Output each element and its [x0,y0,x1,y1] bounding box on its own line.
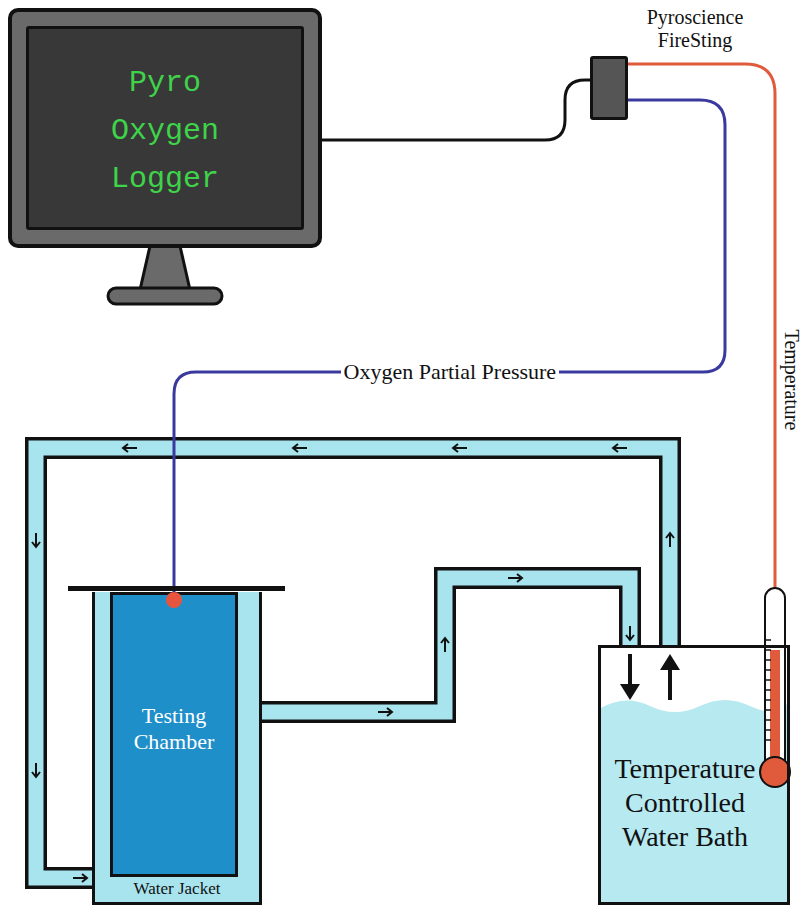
testing-chamber: Testing Chamber [110,592,238,877]
flow-arrow [626,626,634,640]
flow-arrow-down [628,654,632,688]
thermometer-ticks [765,640,771,740]
return-pipe [262,574,634,716]
flow-arrow [32,533,40,547]
flow-arrow [32,763,40,777]
device-label: Pyroscience FireSting [630,6,760,52]
flow-arrow-down-head [620,684,640,700]
bath-water [601,700,787,902]
flow-arrow [453,444,467,452]
water-jacket: Water Jacket Testing Chamber [92,592,262,905]
jacket-label: Water Jacket [95,879,259,899]
temperature-probe-cable [628,64,775,645]
supply-pipe [32,444,674,882]
pipe-wall [262,578,630,712]
flow-arrow [666,533,674,547]
pipe-water [36,448,670,878]
flow-arrow [378,708,392,716]
monitor-base [108,288,222,304]
flow-arrow [508,574,522,582]
sensor-dot [166,592,182,608]
cable-line [322,80,590,140]
pipe-wall [36,448,670,878]
data-cable [322,80,590,140]
firesting-device: Pyroscience FireSting [585,4,765,124]
edge-label: Oxygen Partial Pressure [341,359,560,385]
edge-label: Temperature [780,327,804,434]
flow-arrow-up [668,666,672,700]
bath-label: Temperature Controlled Water Bath [610,752,760,854]
water-bath: Temperature Controlled Water Bath [598,645,790,905]
thermometer-mercury [770,650,780,772]
monitor-neck [140,246,190,290]
chamber-label: Testing Chamber [113,703,235,755]
thermometer-bulb [760,757,790,787]
screen-text: Pyro Oxygen Logger [95,59,235,203]
firesting-box [590,56,628,120]
pipe-water [262,578,630,712]
flow-arrow [73,874,87,882]
flow-arrow [613,444,627,452]
flow-arrow [293,444,307,452]
cable-line [628,64,775,645]
monitor: Pyro Oxygen Logger [8,8,322,248]
flow-arrow [441,638,449,652]
flow-arrow [123,444,137,452]
chamber-lid [68,586,285,591]
flow-arrow-up-head [660,654,680,670]
